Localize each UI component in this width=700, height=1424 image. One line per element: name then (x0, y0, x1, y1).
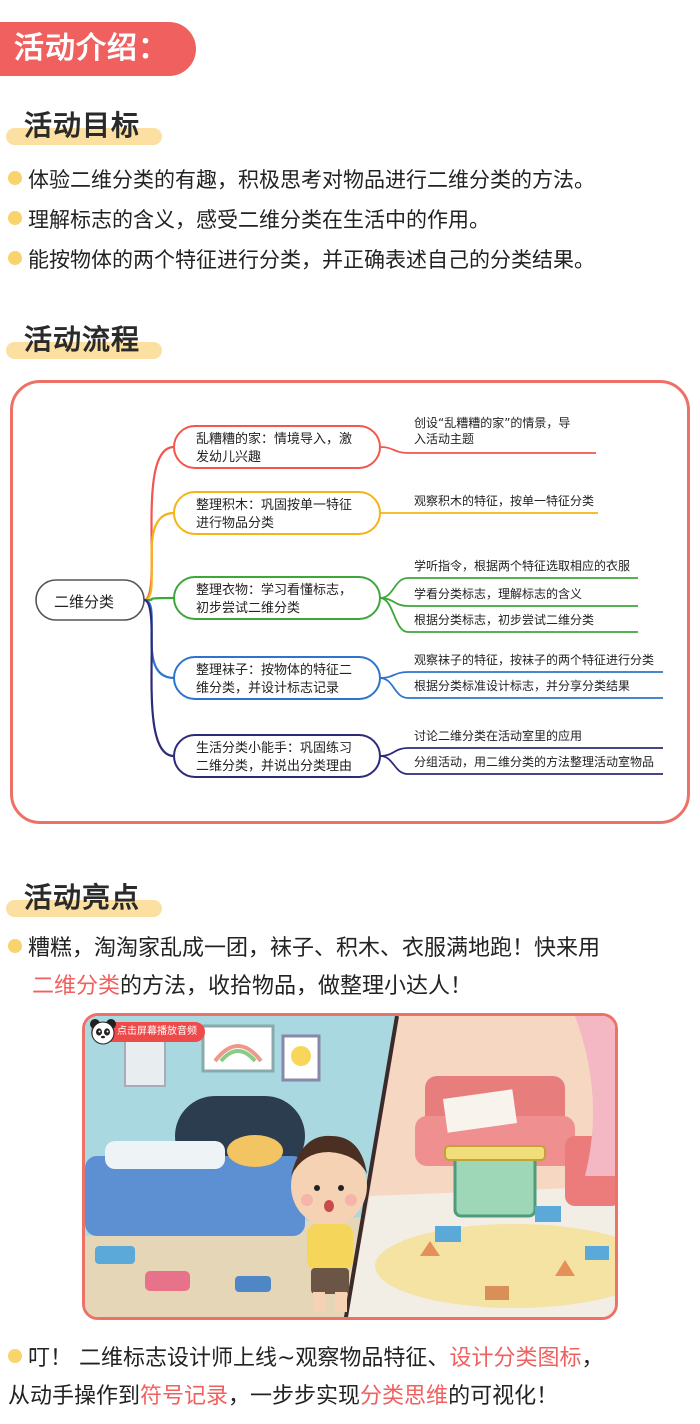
leaf-connector (379, 747, 409, 757)
highlights-title: 活动亮点 (6, 876, 170, 920)
p2-highlight: 分类思维 (360, 1384, 449, 1409)
goals-title: 活动目标 (6, 104, 170, 148)
bullet-dot (8, 939, 22, 953)
branch-connector (143, 596, 175, 602)
center-node-label: 二维分类 (54, 593, 114, 611)
leaf-label: 入活动主题 (414, 432, 474, 446)
leaf-label: 观察袜子的特征，按袜子的两个特征进行分类 (414, 652, 654, 667)
branch-label: 初步尝试二维分类 (196, 601, 300, 616)
p2-text: ， (581, 1346, 604, 1371)
leaf-label: 学看分类标志，理解标志的含义 (414, 586, 582, 601)
leaf-label: 学听指令，根据两个特征选取相应的衣服 (414, 558, 630, 573)
leaf-label: 根据分类标志，初步尝试二维分类 (414, 612, 594, 627)
branch-label: 整理袜子：按物体的特征二 (196, 662, 352, 678)
bullet-dot (8, 251, 22, 265)
leaf-connector (379, 677, 409, 699)
goals-title-text: 活动目标 (24, 109, 141, 142)
branch-connector (143, 445, 175, 602)
bullet-dot (8, 171, 22, 185)
title-highlight (6, 128, 162, 145)
leaf-label: 分组活动，用二维分类的方法整理活动室物品 (414, 754, 654, 769)
p2-text: 从动手操作到 (8, 1384, 141, 1409)
goal-item: 能按物体的两个特征进行分类，并正确表述自己的分类结果。 (8, 244, 595, 274)
p2-highlight: 设计分类图标 (449, 1346, 582, 1371)
branch-label: 生活分类小能手：巩固练习 (196, 741, 352, 756)
highlights-title-text: 活动亮点 (24, 881, 141, 914)
leaf-connector (379, 671, 409, 679)
leaf-label: 根据分类标准设计标志，并分享分类结果 (414, 678, 630, 693)
branch-label: 发幼儿兴趣 (196, 449, 261, 465)
panda-icon (90, 1019, 116, 1045)
branch-label: 进行物品分类 (196, 516, 274, 531)
goal-text: 能按物体的两个特征进行分类，并正确表述自己的分类结果。 (28, 248, 595, 272)
leaf-connector (379, 597, 409, 633)
leaf-connector (379, 577, 409, 599)
messy-room-scene (85, 1016, 615, 1317)
p2-text: 叮！ 二维标志设计师上线~观察物品特征、 (28, 1346, 450, 1371)
p2-highlight: 符号记录 (140, 1384, 229, 1409)
p2-text: ，一步步实现 (228, 1384, 361, 1409)
p1-text: 的方法，收拾物品，做整理小达人！ (120, 974, 473, 999)
goal-item: 体验二维分类的有趣，积极思考对物品进行二维分类的方法。 (8, 164, 595, 194)
goal-text: 体验二维分类的有趣，积极思考对物品进行二维分类的方法。 (28, 168, 595, 192)
p1-highlight: 二维分类 (32, 974, 121, 999)
leaf-label: 讨论二维分类在活动室里的应用 (414, 728, 582, 743)
title-highlight (6, 342, 162, 359)
story-illustration[interactable]: 点击屏幕播放音频 (82, 1013, 618, 1320)
leaf-label: 观察积木的特征，按单一特征分类 (414, 493, 594, 508)
process-title-text: 活动流程 (24, 323, 141, 356)
branch-label: 整理积木：巩固按单一特征 (196, 498, 352, 513)
p2-text: 的可视化！ (448, 1384, 559, 1409)
highlight-paragraph-2: 叮！ 二维标志设计师上线~观察物品特征、设计分类图标， 从动手操作到符号记录，一… (8, 1340, 698, 1416)
goal-text: 理解标志的含义，感受二维分类在生活中的作用。 (28, 208, 490, 232)
leaf-label: 创设“乱糟糟的家”的情景，导 (414, 415, 570, 430)
branch-connector (143, 598, 175, 758)
bullet-dot (8, 211, 22, 225)
p1-text: 糟糕，淘淘家乱成一团，袜子、积木、衣服满地跑！快来用 (28, 936, 601, 961)
highlight-paragraph-1: 糟糕，淘淘家乱成一团，袜子、积木、衣服满地跑！快来用 二维分类的方法，收拾物品，… (8, 930, 698, 1006)
goal-item: 理解标志的含义，感受二维分类在生活中的作用。 (8, 204, 490, 234)
intro-header: 活动介绍： (0, 22, 196, 76)
leaf-connector (379, 755, 409, 775)
leaf-connector (379, 446, 409, 454)
process-title: 活动流程 (6, 318, 170, 362)
branch-connector (143, 598, 175, 680)
branch-label: 乱糟糟的家：情境导入，激 (196, 431, 352, 447)
audio-badge[interactable]: 点击屏幕播放音频 (91, 1022, 205, 1042)
title-highlight (6, 900, 162, 917)
branch-connector (143, 511, 175, 602)
branch-label: 维分类，并设计标志记录 (196, 681, 339, 696)
bullet-dot (8, 1349, 22, 1363)
branch-label: 二维分类，并说出分类理由 (196, 759, 352, 774)
branch-label: 整理衣物：学习看懂标志， (196, 582, 352, 598)
